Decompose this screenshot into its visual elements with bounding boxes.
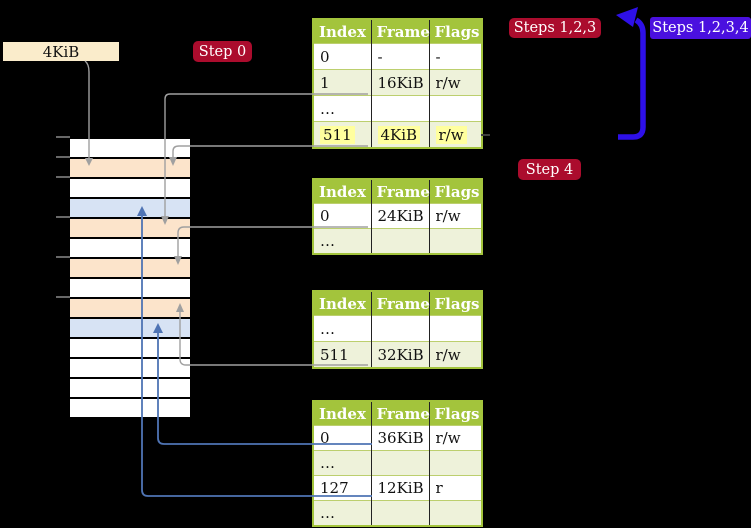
arrow-t1-entry511-to-4kib — [169, 145, 368, 166]
cell-index: 511 — [313, 341, 372, 368]
highlight-mark: r/w — [435, 125, 467, 144]
col-header-frame: Frame — [371, 401, 430, 426]
memory-frame-row-2 — [70, 179, 190, 199]
cell-flags: r/w — [429, 341, 482, 368]
col-header-frame: Frame — [371, 19, 430, 44]
cell-flags — [429, 500, 482, 526]
table-row: … — [313, 228, 482, 254]
table-row: 0 24KiB r/w — [313, 203, 482, 229]
page-table-level3: Index Frame Flags 0 24KiB r/w … — [312, 178, 483, 255]
col-header-flags: Flags — [429, 19, 482, 44]
cell-frame: - — [371, 43, 430, 70]
cell-index: 1 — [313, 69, 372, 96]
cell-flags: r/w — [429, 203, 482, 229]
page-table-level1: Index Frame Flags 0 36KiB r/w … 127 12Ki… — [312, 400, 483, 527]
col-header-index: Index — [313, 19, 372, 44]
col-header-flags: Flags — [429, 401, 482, 426]
steps123-badge: Steps 1,2,3 — [509, 18, 601, 38]
col-header-frame: Frame — [371, 179, 430, 204]
cell-flags — [429, 450, 482, 476]
cell-frame: 12KiB — [371, 475, 430, 501]
table-row: 1 16KiB r/w — [313, 69, 482, 96]
cell-index: … — [313, 315, 372, 342]
cell-frame — [371, 500, 430, 526]
memory-frame-row-5 — [70, 239, 190, 259]
cell-flags: r/w — [429, 121, 482, 148]
memory-frame-row-10 — [70, 339, 190, 359]
cell-index: 0 — [313, 43, 372, 70]
table-row: … — [313, 315, 482, 342]
memory-frame-row-9 — [70, 319, 190, 339]
cell-flags: - — [429, 43, 482, 70]
memory-frame-row-11 — [70, 359, 190, 379]
memory-frame-row-0 — [70, 139, 190, 159]
cell-index: 127 — [313, 475, 372, 501]
col-header-flags: Flags — [429, 291, 482, 316]
table-header-row: Index Frame Flags — [313, 401, 482, 426]
table-header-row: Index Frame Flags — [313, 179, 482, 204]
cell-frame: 16KiB — [371, 69, 430, 96]
cell-frame — [371, 228, 430, 254]
cell-frame — [371, 315, 430, 342]
cell-flags: r/w — [429, 425, 482, 451]
table-row: … — [313, 95, 482, 122]
step4-badge: Step 4 — [518, 159, 581, 180]
cell-frame: 36KiB — [371, 425, 430, 451]
cell-index: … — [313, 95, 372, 122]
steps1234-badge: Steps 1,2,3,4 — [650, 17, 751, 39]
memory-frame-row-8 — [70, 299, 190, 319]
col-header-flags: Flags — [429, 179, 482, 204]
cell-index: 511 — [313, 121, 372, 148]
page-table-level4: Index Frame Flags 0 - - 1 16KiB r/w … 51… — [312, 18, 483, 149]
cell-frame — [371, 95, 430, 122]
frame-4kib-label-box: 4KiB — [3, 42, 119, 61]
memory-frame-row-7 — [70, 279, 190, 299]
cell-frame: 32KiB — [371, 341, 430, 368]
memory-frame-row-4 — [70, 219, 190, 239]
table-row: 0 36KiB r/w — [313, 425, 482, 451]
table-header-row: Index Frame Flags — [313, 19, 482, 44]
cell-flags: r — [429, 475, 482, 501]
cell-index: … — [313, 228, 372, 254]
cell-index: … — [313, 450, 372, 476]
memory-frame-row-3 — [70, 199, 190, 219]
step0-badge: Step 0 — [193, 41, 252, 62]
physical-memory-column — [70, 137, 190, 419]
table-row: … — [313, 500, 482, 526]
cell-index: 0 — [313, 203, 372, 229]
cell-index: … — [313, 500, 372, 526]
frame-4kib-label: 4KiB — [42, 42, 80, 61]
memory-frame-row-1 — [70, 159, 190, 179]
cell-index: 0 — [313, 425, 372, 451]
memory-frame-row-13 — [70, 399, 190, 419]
memory-offset-ticks — [56, 136, 70, 298]
table-header-row: Index Frame Flags — [313, 291, 482, 316]
memory-frame-row-6 — [70, 259, 190, 279]
table-row: … — [313, 450, 482, 476]
col-header-index: Index — [313, 401, 372, 426]
recursive-loop-arrow — [616, 7, 646, 140]
highlight-mark: 4KiB — [377, 125, 421, 144]
table-row: 0 - - — [313, 43, 482, 70]
table-row: 511 32KiB r/w — [313, 341, 482, 368]
cell-frame: 4KiB — [371, 121, 430, 148]
col-header-index: Index — [313, 291, 372, 316]
highlight-mark: 511 — [320, 125, 355, 144]
col-header-frame: Frame — [371, 291, 430, 316]
cell-flags — [429, 315, 482, 342]
cell-flags — [429, 228, 482, 254]
col-header-index: Index — [313, 179, 372, 204]
cell-frame — [371, 450, 430, 476]
cell-flags — [429, 95, 482, 122]
table-row-highlighted: 511 4KiB r/w — [313, 121, 482, 148]
table-row: 127 12KiB r — [313, 475, 482, 501]
cell-frame: 24KiB — [371, 203, 430, 229]
memory-frame-row-12 — [70, 379, 190, 399]
cell-flags: r/w — [429, 69, 482, 96]
page-table-level2: Index Frame Flags … 511 32KiB r/w — [312, 290, 483, 369]
